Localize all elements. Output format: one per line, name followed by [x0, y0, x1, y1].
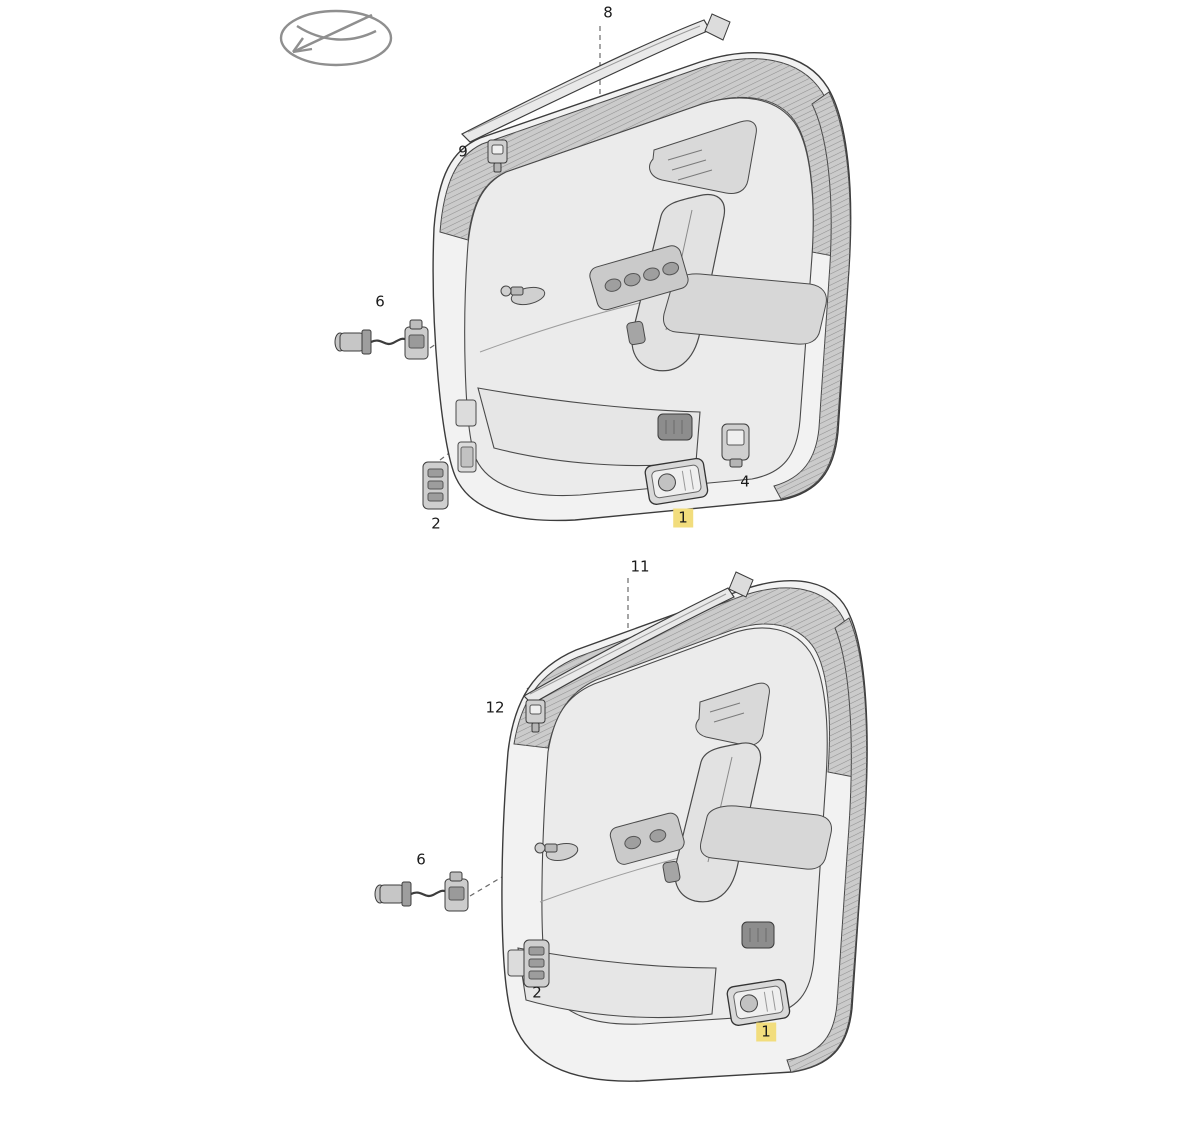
part-11-trim-strip: [523, 571, 754, 705]
rear-map-pocket: [517, 947, 717, 1019]
rear-latch-lever: [662, 860, 681, 883]
callout-9[interactable]: 9: [458, 142, 468, 161]
mirror-trim: [649, 120, 757, 194]
part-1-lamp: [644, 457, 709, 505]
lamp-socket: [657, 413, 693, 441]
brand-logo-icon: [279, 9, 393, 67]
rear-door-panel-art: [501, 580, 868, 1082]
screw-icon: [534, 842, 558, 854]
rear-left-reflector: [507, 949, 527, 977]
armrest: [663, 273, 827, 345]
callout-1-front[interactable]: 1: [673, 508, 693, 528]
screw-icon: [500, 285, 524, 297]
part-6-connector-rear: [373, 870, 470, 913]
window-switch-cluster: [589, 245, 689, 311]
door-pull: [500, 285, 546, 306]
left-vent: [455, 399, 477, 427]
rear-door-pull: [534, 842, 579, 862]
left-reflector-inner: [460, 446, 474, 468]
front-door-panel-art: [432, 52, 852, 522]
part-8-trim-strip: [460, 13, 731, 143]
rear-lamp-socket: [741, 921, 775, 949]
part-1-lamp-rear: [725, 977, 792, 1027]
latch-lever: [626, 320, 646, 346]
rear-window-switch: [609, 812, 685, 865]
part-2-bracket-rear: [523, 939, 550, 988]
callout-11[interactable]: 11: [630, 557, 650, 576]
callout-6-front[interactable]: 6: [375, 292, 385, 311]
callout-4[interactable]: 4: [740, 472, 750, 491]
callout-12[interactable]: 12: [485, 698, 505, 717]
callout-6-rear[interactable]: 6: [416, 850, 426, 869]
part-12-clip: [525, 699, 546, 733]
callout-8[interactable]: 8: [603, 3, 613, 22]
callout-2-rear[interactable]: 2: [532, 983, 542, 1002]
part-2-bracket: [422, 461, 449, 510]
part-9-clip: [487, 139, 508, 173]
rear-armrest: [700, 805, 832, 870]
part-6-connector: [334, 319, 429, 360]
rear-tweeter-trim: [695, 682, 770, 746]
callout-1-rear[interactable]: 1: [756, 1022, 776, 1042]
callout-2-front[interactable]: 2: [431, 514, 441, 533]
part-4-housing: [721, 423, 750, 468]
front-door-diagram: [334, 13, 852, 522]
rear-door-diagram: [373, 571, 868, 1082]
